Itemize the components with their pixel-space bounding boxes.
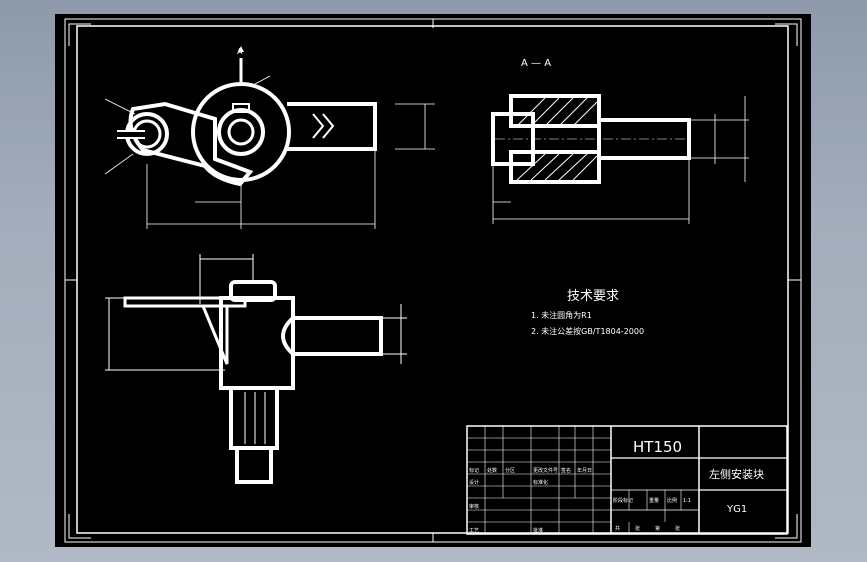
scale-value: 1:1 (683, 498, 691, 504)
outer-frame (64, 18, 802, 543)
standardize-label: 标准化 (533, 479, 548, 486)
trim-marks (65, 19, 801, 542)
part-name: 左侧安装块 (709, 467, 764, 481)
scale-label: 比例 (667, 497, 677, 504)
row-label-zone: 分区 (505, 467, 515, 474)
weight-label: 重量 (649, 497, 659, 504)
section-label: A — A (521, 58, 551, 69)
row-label-date: 年月日 (577, 467, 592, 474)
section-view: A — A (491, 58, 749, 224)
row-label-mark: 标记 (469, 467, 479, 474)
view-arrow-label: A (237, 47, 243, 56)
drawing-sheet[interactable]: A (55, 14, 811, 547)
title-block: HT150 左侧安装块 YG1 标记 处数 分区 更改文件号 签名 年月日 设计… (466, 425, 788, 535)
row-label-change-doc: 更改文件号 (533, 467, 558, 474)
sheet-unit-2: 张 (675, 525, 680, 532)
tech-requirements: 技术要求 1. 未注圆角为R1 2. 未注公差按GB/T1804-2000 (531, 289, 644, 336)
audit-label: 审核 (469, 503, 479, 510)
approve-label: 批准 (533, 527, 543, 534)
tech-item-2: 2. 未注公差按GB/T1804-2000 (531, 326, 644, 336)
sheet-total-label: 共 (615, 525, 620, 532)
material-label: HT150 (633, 438, 682, 456)
sheet-unit-1: 张 (635, 525, 640, 532)
design-label: 设计 (469, 479, 479, 486)
front-view (105, 254, 407, 484)
process-label: 工艺 (469, 528, 479, 534)
top-view: A (104, 46, 435, 229)
tech-title: 技术要求 (567, 289, 619, 304)
sheet-index-label: 第 (655, 525, 660, 532)
title-block-small-labels: 标记 处数 分区 更改文件号 签名 年月日 设计 标准化 阶段标记 重量 比例 … (469, 467, 691, 534)
row-label-count: 处数 (487, 467, 497, 474)
row-label-sign: 签名 (561, 467, 571, 474)
tech-item-1: 1. 未注圆角为R1 (531, 310, 592, 320)
drawing-number: YG1 (726, 504, 747, 515)
inner-frame (76, 25, 789, 534)
stage-label: 阶段标记 (613, 497, 633, 504)
drawing-canvas: A (64, 18, 802, 543)
